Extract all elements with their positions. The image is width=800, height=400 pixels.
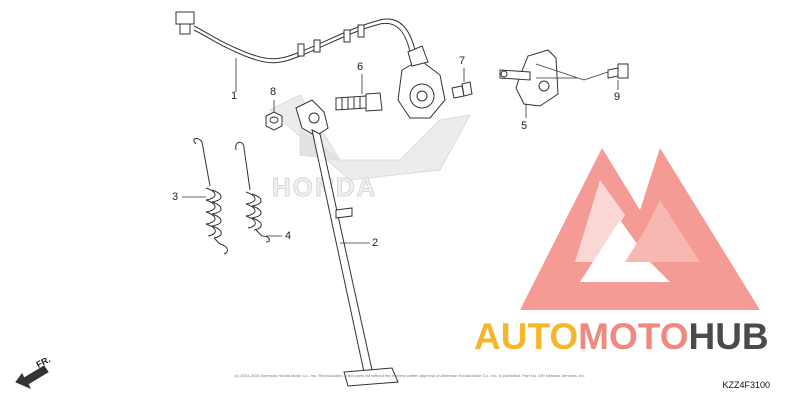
- brand-part-moto: MOTO: [578, 316, 689, 357]
- brand-part-hub: HUB: [688, 316, 769, 357]
- callout-2: 2: [372, 237, 379, 249]
- front-direction-arrow: [15, 365, 49, 389]
- side-stand-switch: [397, 45, 446, 119]
- callout-8: 8: [270, 86, 277, 98]
- callout-9: 9: [614, 91, 621, 103]
- part-1-wire-harness: [175, 11, 416, 64]
- automotohub-brand-text: AUTOMOTOHUB: [474, 316, 769, 358]
- callout-5: 5: [521, 120, 528, 132]
- copyright-notice: (c) 2003-2015 American Honda Motor Co., …: [234, 373, 586, 378]
- part-2-side-stand: [295, 99, 399, 387]
- part-3-spring: [193, 137, 228, 255]
- callout-3: 3: [172, 191, 179, 203]
- diagram-reference-code: KZZ4F3100: [722, 380, 770, 390]
- part-8-nut: [265, 111, 283, 131]
- part-7-bolt: [451, 81, 473, 99]
- part-9-screw: [607, 63, 629, 79]
- honda-logo-text: HONDA: [272, 172, 377, 202]
- automotohub-logo: [520, 148, 760, 310]
- brand-part-auto: AUTO: [474, 316, 579, 357]
- part-6-bolt: [335, 92, 383, 112]
- callout-6: 6: [357, 61, 364, 73]
- callout-7: 7: [459, 55, 466, 67]
- part-4-spring: [235, 141, 270, 243]
- callout-1: 1: [231, 90, 238, 102]
- callout-4: 4: [285, 230, 292, 242]
- leader-5-guide: [535, 63, 609, 81]
